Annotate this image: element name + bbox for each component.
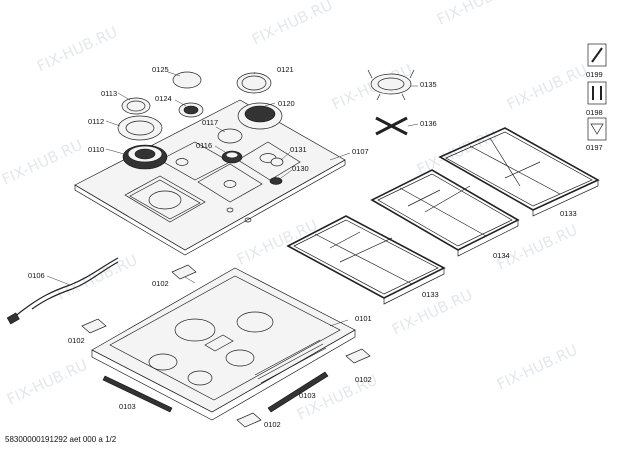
watermark: FIX-HUB.RU [434, 0, 520, 29]
knob-part-0131 [270, 157, 284, 167]
label-0197: 0197 [586, 143, 603, 152]
part-labels: 0125 0121 0113 0124 0120 0112 0117 0110 … [28, 65, 603, 429]
documentation-icon [587, 117, 607, 141]
label-0110: 0110 [88, 145, 104, 154]
label-0103-right: 0103 [299, 391, 316, 400]
pan-support-0134 [370, 169, 520, 257]
label-0117: 0117 [202, 118, 218, 127]
label-0135: 0135 [420, 80, 437, 89]
label-0125: 0125 [152, 65, 169, 74]
document-footer: 58300000191292 aet 000 a 1/2 [5, 435, 117, 444]
label-0133-right: 0133 [560, 209, 577, 218]
burner-cap-0117 [217, 128, 243, 144]
seal-strips [102, 371, 329, 413]
pan-support-0133-right [438, 127, 600, 217]
watermark: FIX-HUB.RU [494, 341, 580, 394]
burner-caps [117, 71, 284, 185]
label-0106: 0106 [28, 271, 45, 280]
wok-accessories [367, 69, 415, 136]
label-0136: 0136 [420, 119, 437, 128]
label-0113: 0113 [101, 89, 117, 98]
watermark: FIX-HUB.RU [504, 61, 590, 114]
label-0112: 0112 [88, 117, 104, 126]
label-0133-left: 0133 [422, 290, 439, 299]
label-0130: 0130 [292, 164, 309, 173]
label-0102-bottom: 0102 [264, 420, 281, 429]
tools-icon [587, 81, 607, 105]
burner-cap-0113 [121, 97, 151, 115]
label-0116: 0116 [196, 141, 212, 150]
knob-part-0130 [269, 177, 283, 185]
watermark: FIX-HUB.RU [249, 0, 335, 49]
side-icons [587, 43, 607, 141]
label-0121: 0121 [277, 65, 294, 74]
base-tray [91, 267, 356, 421]
label-0101: 0101 [355, 314, 372, 323]
pan-support-0133-left [286, 215, 446, 305]
label-0103-left: 0103 [119, 402, 136, 411]
label-0198: 0198 [586, 108, 603, 117]
label-0199: 0199 [586, 70, 603, 79]
pan-supports [286, 127, 600, 305]
label-0124: 0124 [155, 94, 172, 103]
label-0131: 0131 [290, 145, 307, 154]
brackets [81, 264, 371, 428]
label-0102-left: 0102 [68, 336, 85, 345]
label-0120: 0120 [278, 99, 295, 108]
watermark: FIX-HUB.RU [0, 136, 85, 189]
label-0102-top: 0102 [152, 279, 169, 288]
label-0107: 0107 [352, 147, 369, 156]
leader-lines [46, 71, 419, 327]
watermark: FIX-HUB.RU [54, 251, 140, 304]
watermark: FIX-HUB.RU [414, 126, 500, 179]
watermark: FIX-HUB.RU [4, 356, 90, 409]
power-cable [6, 257, 119, 325]
hob-top-plate [74, 99, 346, 256]
watermark: FIX-HUB.RU [34, 23, 120, 76]
wrench-icon [587, 43, 607, 67]
burner-cap-0125 [172, 71, 202, 89]
watermark: FIX-HUB.RU [234, 216, 320, 269]
label-0102-right: 0102 [355, 375, 372, 384]
watermark: FIX-HUB.RU [494, 221, 580, 274]
label-0134: 0134 [493, 251, 510, 260]
burner-ring-0112 [117, 115, 163, 141]
